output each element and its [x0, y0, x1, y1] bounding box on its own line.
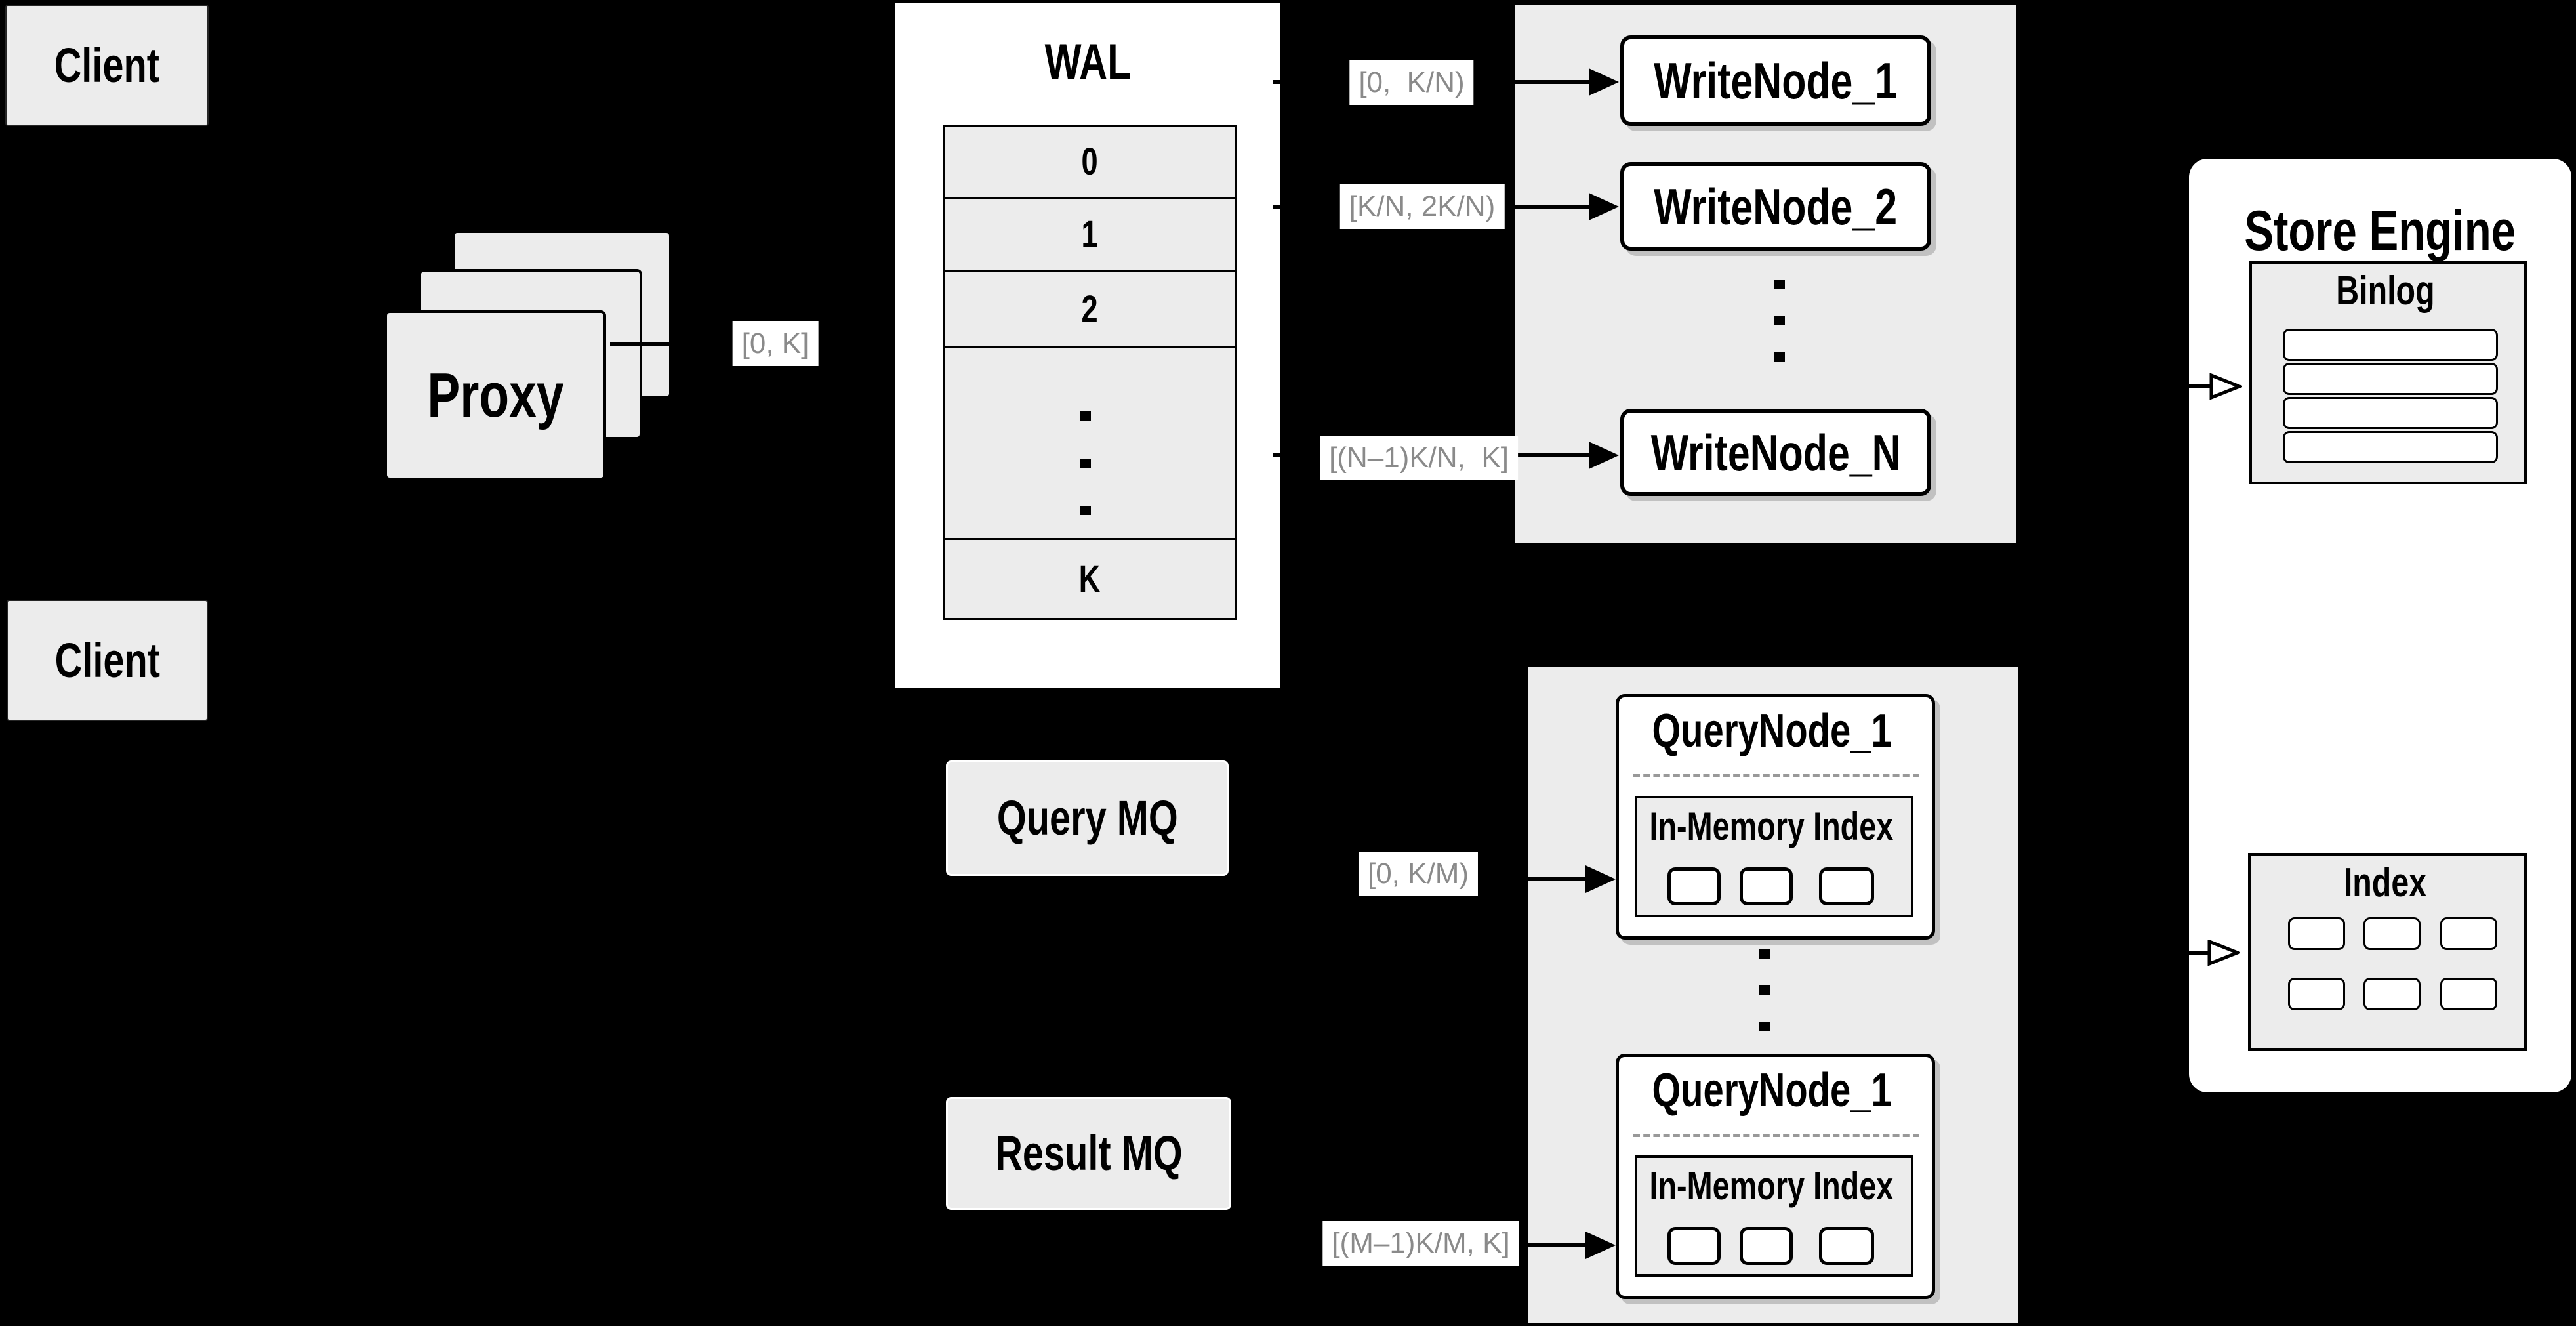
arrow-wal-wn2-head: [1589, 193, 1619, 220]
write-node-2: WriteNode_2: [1620, 162, 1931, 251]
client-top-label: Client: [54, 37, 160, 93]
write-node-2-label: WriteNode_2: [1654, 177, 1898, 236]
arrow-index-open-head: [2207, 940, 2240, 966]
wal-table: 0 1 2 K: [943, 125, 1237, 620]
wal-ellipsis-dot-3: [1080, 506, 1091, 515]
client-box-top: Client: [5, 5, 209, 126]
query-node-1-label: QueryNode_1: [1652, 705, 1892, 757]
query-node-1-divider: [1633, 774, 1919, 777]
query-mq-label: Query MQ: [996, 791, 1178, 845]
inmem-1-slot-1: [1667, 867, 1721, 905]
inmem-2-slot-1: [1667, 1227, 1721, 1265]
write-panel-ellipsis-dot-3: [1774, 352, 1785, 362]
inmem-2-slot-3: [1819, 1227, 1874, 1265]
write-node-1-label: WriteNode_1: [1654, 52, 1898, 110]
arrow-mq-qn1-head: [1585, 865, 1616, 893]
result-mq-box: Result MQ: [946, 1097, 1231, 1210]
arrow-wal-wn1-head: [1589, 68, 1619, 96]
range-label-qn1: [0, K/M): [1358, 852, 1479, 896]
wal-row-k: K: [943, 538, 1237, 620]
query-panel-ellipsis-dot-1: [1759, 949, 1770, 959]
range-label-wn1: [0, K/N): [1349, 60, 1474, 105]
inmem-1-slot-3: [1819, 867, 1874, 905]
index-slot-1: [2288, 917, 2345, 950]
query-mq-box: Query MQ: [946, 760, 1229, 876]
index-title: Index: [2343, 860, 2426, 905]
wal-row-1-label: 1: [1081, 213, 1098, 256]
wal-ellipsis-dot-2: [1080, 459, 1091, 468]
inmem-1-slot-2: [1740, 867, 1793, 905]
wal-ellipsis-dot-1: [1080, 411, 1091, 421]
binlog-row-4: [2283, 431, 2498, 463]
wal-row-2: 2: [943, 270, 1237, 348]
inmem-index-1-title-wrap: In-Memory Index: [1635, 800, 1908, 853]
binlog-row-1: [2283, 329, 2498, 361]
index-slot-2: [2363, 917, 2421, 950]
client-bottom-label: Client: [54, 632, 160, 688]
query-node-2-divider: [1633, 1134, 1919, 1137]
index-slot-4: [2288, 978, 2345, 1010]
wal-row-0-label: 0: [1081, 140, 1098, 183]
write-panel-ellipsis-dot-1: [1774, 280, 1785, 289]
binlog-row-3: [2283, 397, 2498, 429]
client-box-bottom: Client: [7, 600, 208, 721]
proxy-label: Proxy: [426, 360, 564, 430]
inmem-2-slot-2: [1740, 1227, 1793, 1265]
index-slot-3: [2440, 917, 2497, 950]
range-label-proxy-wal: [0, K]: [732, 321, 819, 366]
proxy-box-front: Proxy: [384, 310, 606, 480]
wal-row-1: 1: [943, 197, 1237, 272]
range-label-qn2: [(M–1)K/M, K]: [1322, 1221, 1519, 1266]
wal-title-wrap: WAL: [895, 36, 1280, 89]
inmem-index-2-title-wrap: In-Memory Index: [1635, 1160, 1908, 1212]
index-slot-6: [2440, 978, 2497, 1010]
result-mq-label: Result MQ: [994, 1126, 1183, 1180]
arrow-wal-wnN-head: [1589, 442, 1619, 469]
inmem-index-2-label: In-Memory Index: [1649, 1164, 1894, 1208]
wal-title: WAL: [1044, 34, 1132, 90]
arrow-binlog-line: [2034, 384, 2212, 388]
wal-row-0: 0: [943, 125, 1237, 199]
store-engine-title-wrap: Store Engine: [2189, 197, 2571, 265]
write-node-1: WriteNode_1: [1620, 35, 1931, 126]
arrow-index-line: [2034, 951, 2212, 955]
binlog-title-wrap: Binlog: [2249, 266, 2522, 316]
wal-row-k-label: K: [1078, 557, 1101, 600]
query-node-2-title-wrap: QueryNode_1: [1616, 1056, 1929, 1125]
write-panel-ellipsis-dot-2: [1774, 316, 1785, 325]
query-node-2-label: QueryNode_1: [1652, 1064, 1892, 1117]
query-panel-ellipsis-dot-3: [1759, 1022, 1770, 1031]
range-label-wnN: [(N–1)K/N, K]: [1320, 436, 1518, 480]
inmem-index-1-label: In-Memory Index: [1649, 804, 1894, 848]
binlog-title: Binlog: [2336, 268, 2435, 314]
query-node-1-title-wrap: QueryNode_1: [1616, 697, 1929, 765]
store-engine-title: Store Engine: [2244, 199, 2516, 262]
write-node-n: WriteNode_N: [1620, 409, 1931, 496]
range-label-wn2: [K/N, 2K/N): [1339, 184, 1505, 229]
index-title-wrap: Index: [2248, 858, 2522, 908]
wal-row-2-label: 2: [1081, 287, 1098, 331]
arrow-mq-qn2-head: [1585, 1232, 1616, 1259]
index-slot-5: [2363, 978, 2421, 1010]
arrow-binlog-open-head: [2209, 373, 2242, 400]
binlog-row-2: [2283, 363, 2498, 395]
write-node-n-label: WriteNode_N: [1650, 423, 1901, 482]
index-box: [2248, 853, 2527, 1051]
query-panel-ellipsis-dot-2: [1759, 985, 1770, 995]
